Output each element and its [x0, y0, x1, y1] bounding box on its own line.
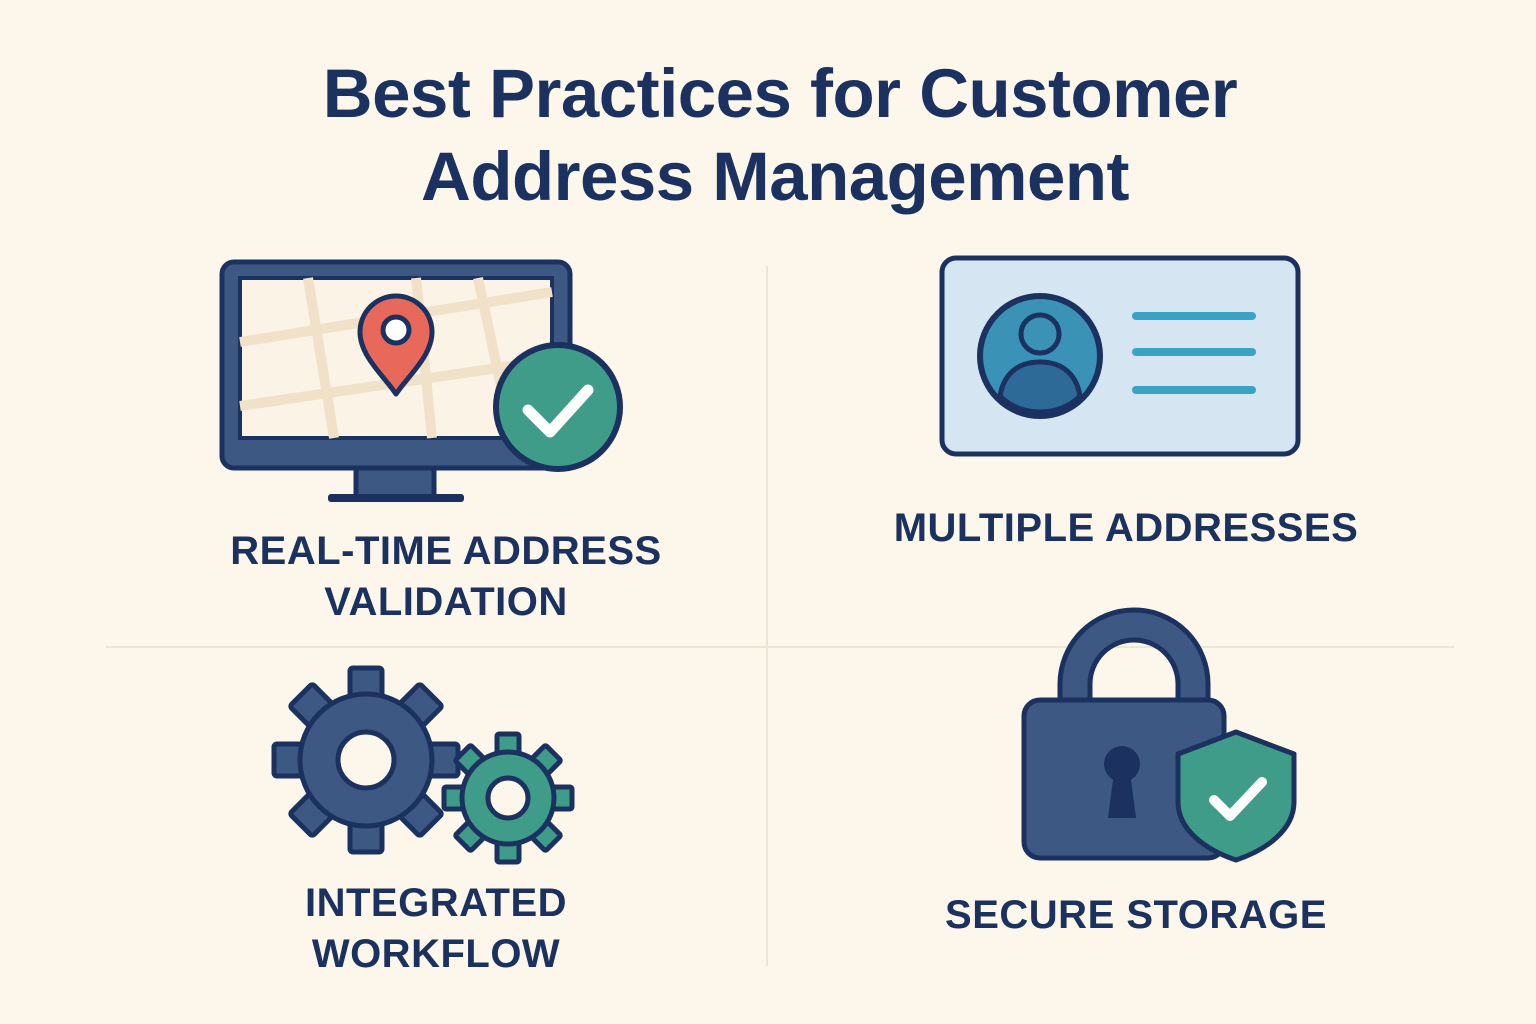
- practice-label-secure-storage: SECURE STORAGE: [945, 893, 1327, 937]
- practice-label-multiple-addresses: MULTIPLE ADDRESSES: [893, 506, 1359, 550]
- monitor-map-pin-check-icon: [219, 259, 623, 502]
- horizontal-divider: [106, 646, 1454, 648]
- title-line-1: Best Practices for Customer: [322, 55, 1238, 132]
- title-line-2: Address Management: [420, 138, 1130, 215]
- id-card-icon: [939, 255, 1301, 457]
- practice-label-integrated-workflow: INTEGRATED WORKFLOW: [304, 881, 568, 976]
- padlock-shield-icon: [1021, 607, 1297, 863]
- vertical-divider: [766, 266, 768, 966]
- practice-label-real-time-validation: REAL-TIME ADDRESS VALIDATION: [230, 529, 662, 624]
- page-title: Best Practices for Customer Address Mana…: [0, 52, 1536, 218]
- gears-icon: [271, 665, 575, 865]
